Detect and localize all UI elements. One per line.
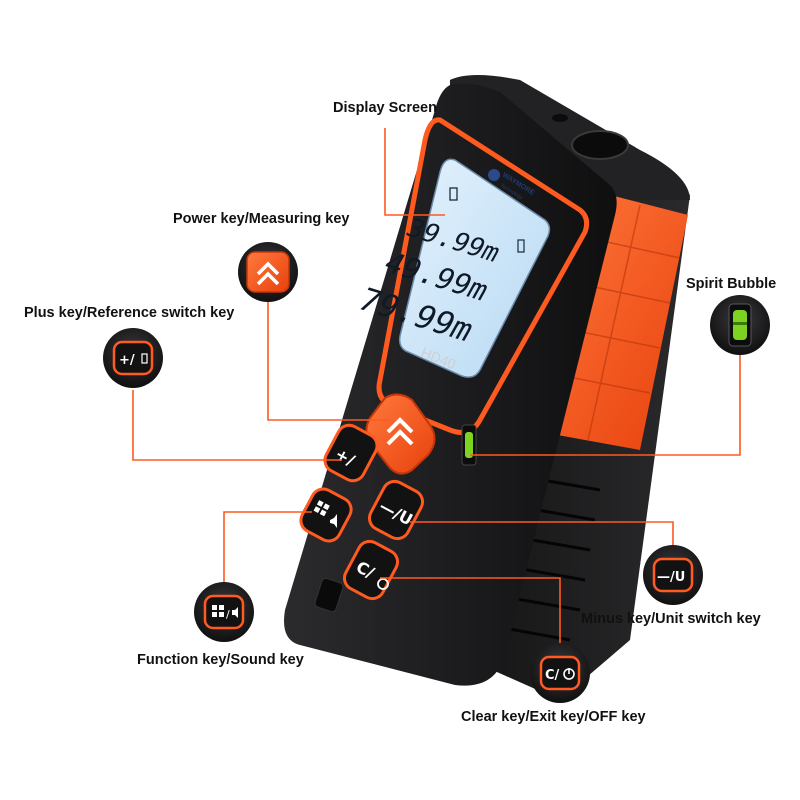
lcd-screen: [398, 158, 551, 378]
device-power-key[interactable]: [365, 393, 436, 475]
laser-lens-inner: [552, 114, 568, 122]
leader-plus: [132, 390, 342, 461]
device-reference-icon: [141, 353, 148, 364]
callout-power-key: [238, 242, 298, 302]
leader-clear: [380, 577, 561, 645]
callout-plus-label: +/: [119, 353, 135, 368]
device-power-icon: [377, 578, 389, 590]
label-function-key: Function key/Sound key: [137, 652, 304, 668]
device-spirit-bubble: [461, 424, 477, 466]
label-power-key: Power key/Measuring key: [173, 211, 350, 227]
screen-reference-icon: [449, 187, 458, 201]
double-chevron-up-icon: [386, 417, 414, 446]
battery-icon: [517, 239, 525, 253]
grip-grid: [558, 204, 681, 441]
leader-minus: [410, 521, 674, 545]
label-plus-key: Plus key/Reference switch key: [24, 305, 235, 321]
label-clear-key: Clear key/Exit key/OFF key: [461, 709, 646, 725]
device-speaker-icon: [330, 514, 337, 528]
callout-minus-key: —/U: [643, 545, 703, 605]
leader-lines: [132, 128, 741, 645]
device-plus-key[interactable]: +/: [321, 421, 382, 485]
grid-icon: [212, 605, 224, 617]
leader-function: [223, 511, 312, 585]
callout-plus-key: +/: [103, 328, 163, 388]
label-spirit-bubble: Spirit Bubble: [686, 276, 777, 292]
callout-minus-label: —/U: [657, 570, 685, 585]
speaker-icon: [232, 607, 238, 618]
screen-orange-frame: [376, 117, 590, 435]
laser-lens: [571, 130, 629, 160]
brand-logo-icon: [488, 169, 500, 181]
label-display-screen: Display Screen: [333, 100, 437, 116]
distance-meter-device: WAYMORE Technology 39.99m 49.99m 79.99m …: [284, 75, 690, 700]
leader-power: [267, 300, 390, 421]
device-function-key[interactable]: [297, 485, 356, 545]
device-clear-key[interactable]: C/: [340, 537, 401, 603]
bottom-port: [314, 577, 344, 613]
callout-function-slash: /: [226, 608, 230, 621]
callout-clear-label: C/: [545, 668, 560, 683]
leader-bubble: [470, 345, 741, 456]
device-grid-icon: [313, 500, 330, 517]
callout-clear-key: C/: [530, 643, 590, 703]
device-minus-key[interactable]: —/U: [365, 477, 426, 543]
callout-function-key: /: [194, 582, 254, 642]
label-minus-key: Minus key/Unit switch key: [581, 611, 761, 627]
double-chevron-up-icon: [256, 261, 280, 286]
callout-spirit-bubble: [710, 295, 770, 355]
leader-display: [384, 128, 445, 216]
